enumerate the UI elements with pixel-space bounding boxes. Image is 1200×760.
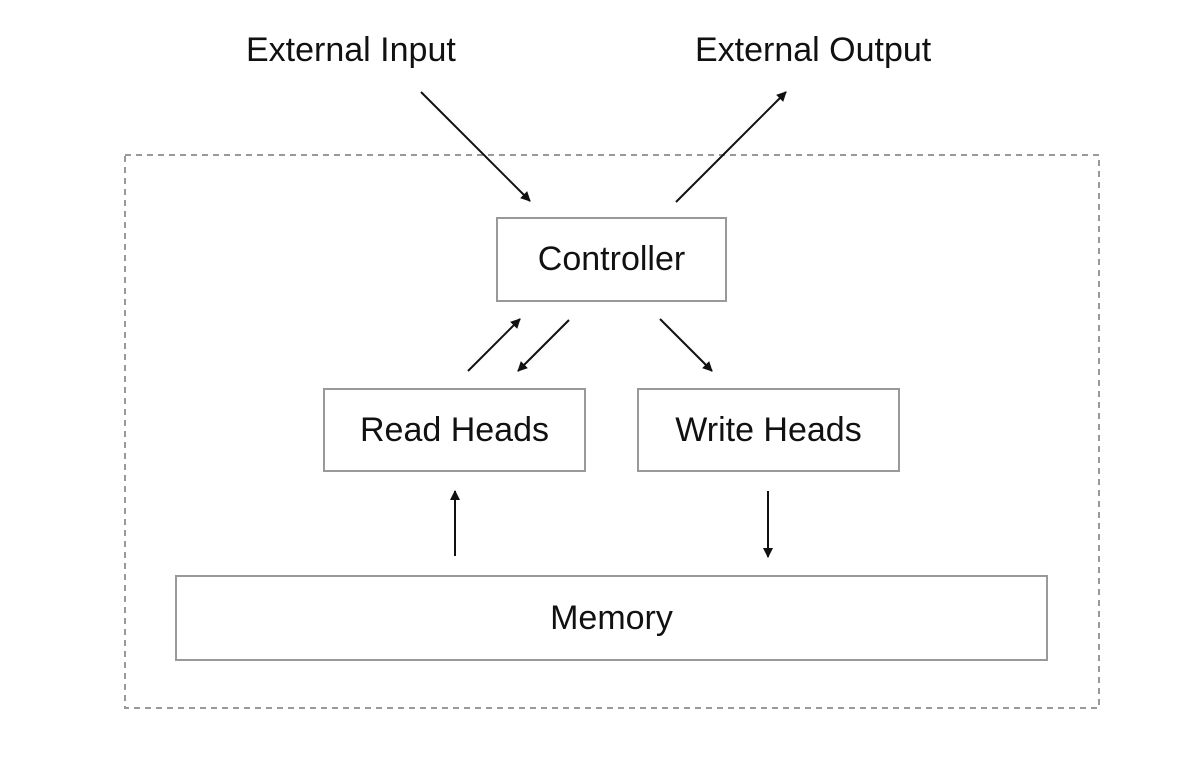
read-heads-label: Read Heads (359, 410, 549, 449)
arrow-controller-to-write (659, 318, 713, 372)
arrow-input-to-controller (420, 91, 531, 202)
external-output-label: External Output (695, 31, 932, 69)
controller-box: Controller (496, 217, 727, 302)
read-heads-box: Read Heads (323, 388, 586, 472)
write-heads-label: Write Heads (675, 410, 862, 449)
external-input-label: External Input (246, 31, 456, 69)
arrow-controller-to-output (675, 91, 787, 203)
arrow-read-to-controller (467, 318, 521, 372)
system-boundary (124, 154, 1100, 709)
memory-box: Memory (175, 575, 1048, 661)
memory-label: Memory (550, 598, 673, 637)
write-heads-box: Write Heads (637, 388, 900, 472)
controller-label: Controller (537, 240, 686, 278)
arrow-controller-to-read (517, 319, 570, 372)
